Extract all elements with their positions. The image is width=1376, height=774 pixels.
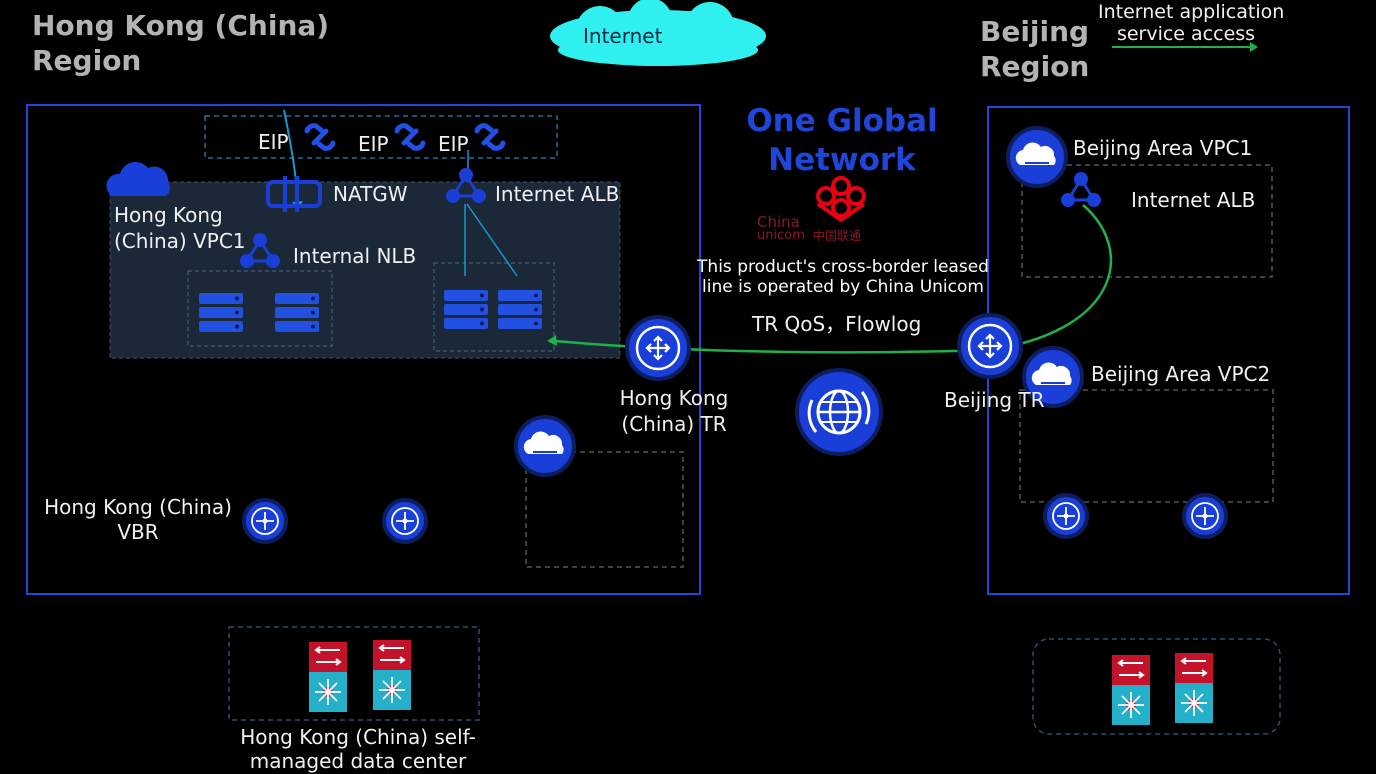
ogn-title-line1: One Global (746, 103, 938, 139)
hk-vpc1-cloud-icon (106, 161, 170, 196)
hk-vbr-label-line1: Hong Kong (China) (44, 495, 232, 519)
eip-group-box (204, 115, 558, 159)
hk-region-title-line1: Hong Kong (China) (32, 9, 330, 42)
hk-idc-label-line2: managed data center (249, 749, 467, 773)
hk-vpc1-label-line1: Hong Kong (114, 203, 223, 227)
server-icon-1 (199, 293, 243, 332)
hk-region-title-line2: Region (32, 44, 142, 77)
eip-label-3: EIP (438, 132, 469, 156)
eip-link-icon-2 (397, 126, 423, 149)
natgw-label: NATGW (333, 182, 408, 206)
hk-tr-label-line2: (China) TR (621, 412, 727, 436)
hk-tr-label-line1: Hong Kong (619, 386, 729, 410)
legend-label-line2: service access (1116, 23, 1256, 45)
hk-vpc2-cloud-icon (514, 415, 576, 477)
alb-server-box (433, 262, 555, 352)
global-network-globe-icon (795, 368, 883, 456)
bj-vpc2-box (1019, 389, 1274, 503)
bj-vpc1-box (1021, 164, 1273, 278)
eip-label-1: EIP (258, 130, 289, 154)
hk-alb-label: Internet ALB (495, 182, 620, 206)
legend-label-line1: Internet application (1098, 1, 1285, 23)
unicom-cn: 中国联通 (813, 229, 862, 243)
eip-link-icon-3 (477, 126, 503, 149)
note-line1: This product's cross-border leased (697, 257, 989, 277)
bj-idc-box (1032, 638, 1281, 735)
hk-idc-switch-icon-2 (372, 639, 412, 711)
unicom-en-line2: unicom (757, 228, 805, 243)
ogn-title-line2: Network (768, 142, 916, 178)
hk-tr-icon[interactable] (625, 315, 691, 381)
bj-vpc1-cloud-icon (1006, 126, 1068, 188)
internet-label: Internet (583, 24, 663, 48)
nlb-server-box (187, 270, 333, 347)
eip-link-icon-1 (307, 126, 333, 149)
hk-idc-box (228, 626, 480, 721)
bj-alb-label: Internet ALB (1131, 188, 1256, 212)
natgw-icon (266, 176, 322, 212)
hk-idc-switch-icon-1 (308, 641, 348, 713)
server-icon-4 (498, 290, 542, 329)
bj-idc-switch-icon-2 (1174, 652, 1214, 724)
hk-vbr-label-line2: VBR (117, 520, 159, 544)
bj-idc-switch-icon-1 (1111, 654, 1151, 726)
server-icon-2 (275, 293, 319, 332)
tr-features-label: TR QoS，Flowlog (752, 312, 922, 336)
bj-tr-label: Beijing TR (944, 388, 1045, 412)
china-unicom-logo-icon (816, 176, 866, 223)
eip-label-2: EIP (358, 132, 389, 156)
hk-idc-label-line1: Hong Kong (China) self- (240, 725, 476, 749)
bj-region-title-line1: Beijing (980, 15, 1090, 48)
bj-router-icon-2 (1182, 493, 1228, 539)
legend-arrow (1112, 42, 1258, 52)
bj-vpc2-label: Beijing Area VPC2 (1091, 362, 1271, 386)
hk-vpc2-box (525, 451, 684, 568)
unicom-en-line1: China (757, 213, 800, 231)
bj-vpc1-label: Beijing Area VPC1 (1073, 136, 1253, 160)
hk-vbr-router-icon-1 (242, 498, 288, 544)
internal-nlb-label: Internal NLB (293, 244, 417, 268)
server-icon-3 (444, 290, 488, 329)
hk-vpc1-area (109, 181, 621, 359)
internet-cloud (550, 0, 766, 66)
note-line2: line is operated by China Unicom (702, 277, 984, 297)
hk-vbr-router-icon-2 (382, 498, 428, 544)
alb-link-right (466, 203, 518, 277)
bj-router-icon-1 (1043, 493, 1089, 539)
bj-region-title-line2: Region (980, 50, 1090, 83)
hk-vpc1-label-line2: (China) VPC1 (114, 229, 246, 253)
bj-tr-icon[interactable] (957, 313, 1023, 379)
bj-alb-icon (1059, 170, 1103, 209)
